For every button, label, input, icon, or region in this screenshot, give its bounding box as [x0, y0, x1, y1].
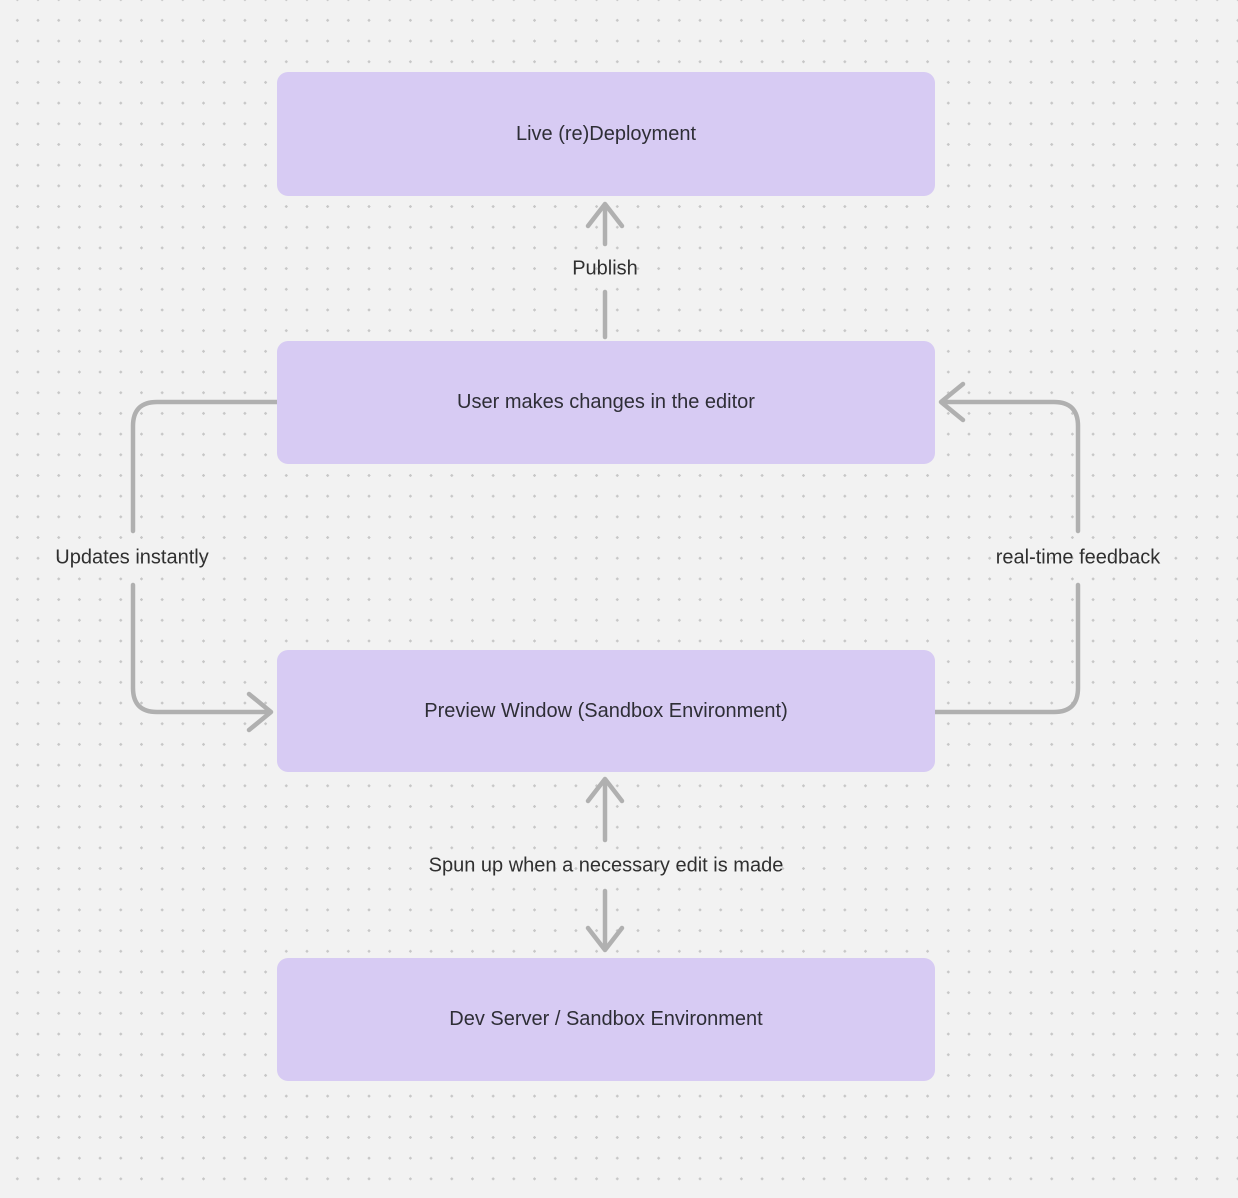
node-preview-window-label: Preview Window (Sandbox Environment)	[424, 699, 788, 722]
node-live-redeployment: Live (re)Deployment	[277, 72, 935, 196]
node-user-editor: User makes changes in the editor	[277, 341, 935, 464]
node-live-redeployment-label: Live (re)Deployment	[515, 122, 697, 145]
edge-label-realtime-feedback: real-time feedback	[995, 546, 1161, 569]
updates-arrowhead-right-icon	[246, 691, 274, 733]
feedback-arrowhead-left-icon	[938, 381, 966, 423]
publish-arrowhead-up-icon	[585, 201, 625, 229]
node-preview-window: Preview Window (Sandbox Environment)	[277, 650, 935, 772]
spinup-arrowhead-up-icon	[585, 776, 625, 804]
node-user-editor-label: User makes changes in the editor	[457, 391, 755, 413]
updates-connector-lower	[130, 582, 269, 715]
edge-label-publish: Publish	[572, 257, 638, 280]
spinup-arrowhead-down-icon	[585, 925, 625, 953]
feedback-connector-lower	[932, 582, 1081, 715]
node-dev-server-label: Dev Server / Sandbox Environment	[449, 1008, 763, 1030]
node-dev-server: Dev Server / Sandbox Environment	[277, 958, 935, 1081]
edge-label-spun-up: Spun up when a necessary edit is made	[428, 854, 784, 877]
feedback-connector-upper	[943, 399, 1081, 534]
updates-connector-upper	[130, 399, 280, 534]
edge-label-updates-instantly: Updates instantly	[55, 546, 209, 569]
